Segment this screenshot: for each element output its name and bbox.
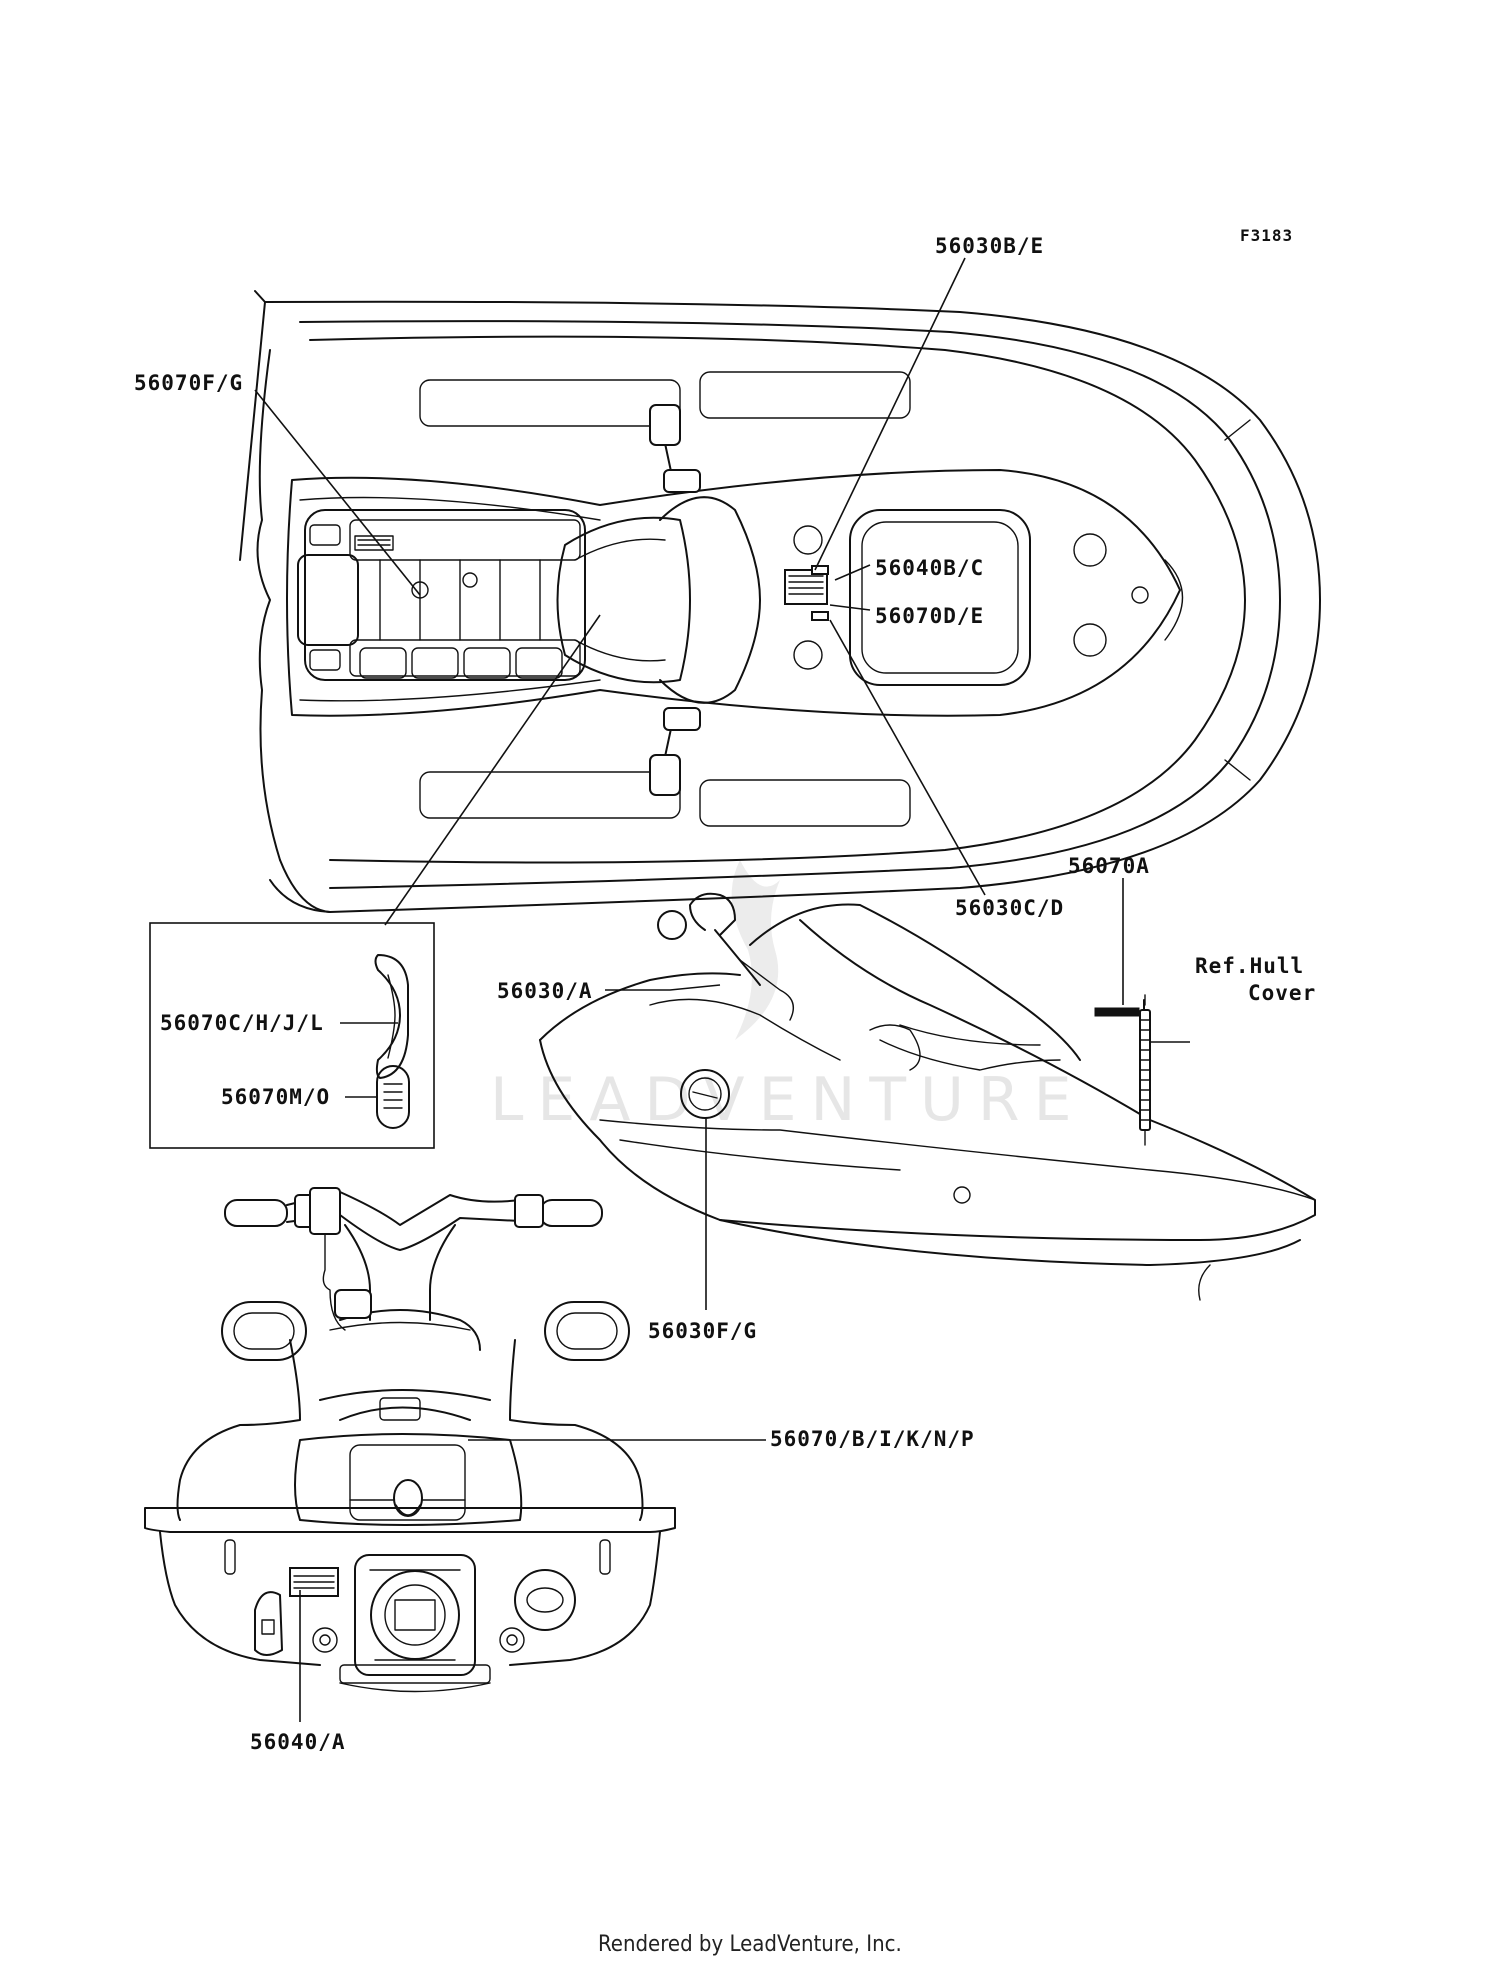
label-56030cd: 56030C/D xyxy=(955,896,1064,920)
label-56040a: 56040/A xyxy=(250,1730,346,1754)
footer-credit: Rendered by LeadVenture, Inc. xyxy=(598,1932,902,1957)
watermark-text: LEADVENTURE xyxy=(490,1065,1086,1135)
label-56070de: 56070D/E xyxy=(875,604,984,628)
label-56030fg: 56030F/G xyxy=(648,1319,757,1343)
side-view-hull xyxy=(539,892,1316,1301)
label-56070a: 56070A xyxy=(1068,854,1150,878)
label-56030a: 56030/A xyxy=(497,979,593,1003)
rear-view-hull xyxy=(144,1187,676,1693)
hull-cover-ref xyxy=(1094,994,1151,1146)
label-56070biknp: 56070/B/I/K/N/P xyxy=(770,1427,975,1451)
watermark: LEADVENTURE xyxy=(490,860,1086,1135)
label-56040bc: 56040B/C xyxy=(875,556,984,580)
label-56030be: 56030B/E xyxy=(935,234,1044,258)
leader-lines xyxy=(254,257,1190,1722)
label-56070fg: 56070F/G xyxy=(134,371,243,395)
top-view-hull xyxy=(239,290,1321,913)
label-56070mo: 56070M/O xyxy=(221,1085,330,1109)
figure-code: F3183 xyxy=(1240,226,1293,245)
label-56070chjl: 56070C/H/J/L xyxy=(160,1011,324,1035)
label-ref-hull-line1: Ref.Hull xyxy=(1195,954,1304,978)
callout-labels: F3183 56030B/E 56070F/G 56040B/C 56070D/… xyxy=(134,226,1316,1957)
label-ref-hull-line2: Cover xyxy=(1248,981,1316,1005)
detail-box xyxy=(149,922,435,1149)
